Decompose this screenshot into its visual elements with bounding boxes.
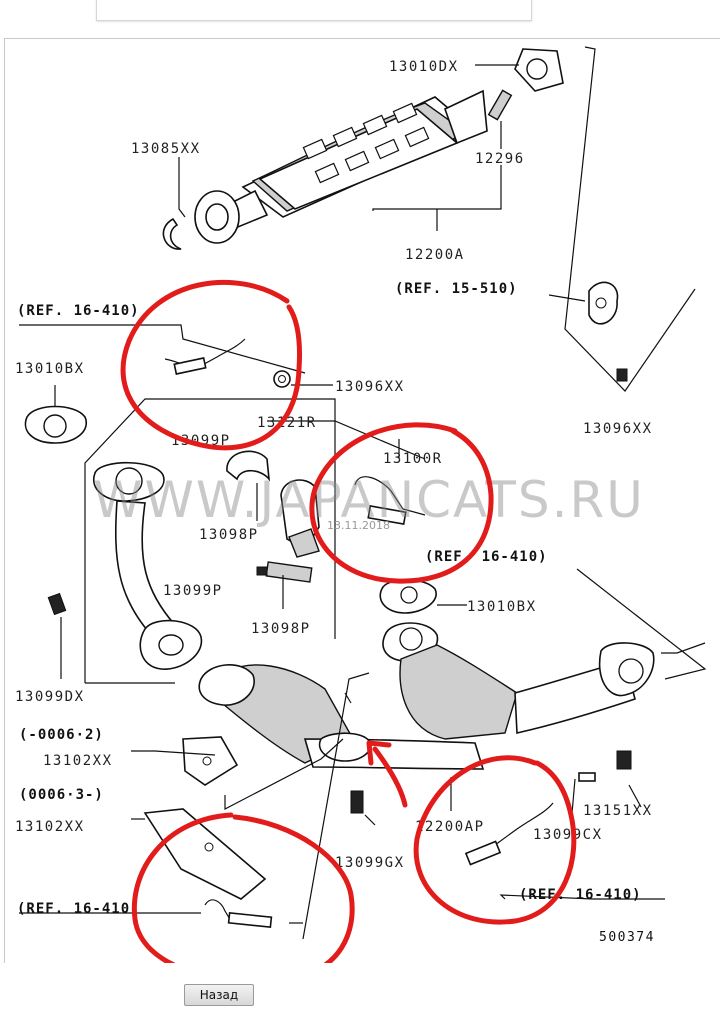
label-13102XX-b: 13102XX	[15, 819, 85, 835]
bolt-13099CX	[578, 772, 596, 782]
label-13099CX: 13099CX	[533, 827, 603, 843]
label-13010BX-left: 13010BX	[15, 361, 85, 377]
label-range-2: (0006·3-)	[19, 787, 104, 803]
top-bar	[0, 0, 720, 34]
diagram-canvas: WWW.JAPANCATS.RU 13.11.2018 13010DX 1308…	[15, 46, 707, 963]
label-13099GX: 13099GX	[335, 855, 405, 871]
lower-catalytic-pipe	[198, 622, 655, 770]
lower-left-oxygen-sensor	[204, 899, 303, 929]
red-circle-top-left	[120, 279, 302, 451]
label-diagram-id: 500374	[599, 930, 655, 945]
label-ref-16-410-bl: (REF. 16-410)	[17, 901, 140, 917]
left-gasket	[24, 385, 88, 444]
red-circle-bottom-left	[131, 812, 355, 963]
label-12200A: 12200A	[405, 247, 465, 263]
label-13096XX-right: 13096XX	[583, 421, 653, 437]
top-search-box[interactable]	[96, 0, 532, 21]
label-ref-15-510: (REF. 15-510)	[395, 281, 518, 297]
label-range-1: (-0006·2)	[19, 727, 104, 743]
label-13121R: 13121R	[257, 415, 317, 431]
mid-gasket	[379, 578, 467, 614]
label-13099P-bottom: 13099P	[163, 583, 223, 599]
bolt-13099DX	[47, 592, 67, 616]
label-13098P-bottom: 13098P	[251, 621, 311, 637]
label-12296: 12296	[475, 151, 525, 167]
exhaust-parts-diagram: WWW.JAPANCATS.RU 13.11.2018 13010DX 1308…	[4, 38, 720, 963]
label-13100R: 13100R	[383, 451, 443, 467]
lower-right-oxygen-sensor	[464, 802, 554, 866]
label-13085XX: 13085XX	[131, 141, 201, 157]
date-stamp: 13.11.2018	[327, 519, 390, 532]
upper-oxygen-sensor	[164, 338, 291, 388]
upper-flange-gasket	[514, 48, 564, 92]
bracket-a	[182, 736, 239, 786]
red-arrow	[366, 740, 408, 808]
back-button[interactable]: Назад	[184, 984, 254, 1006]
red-annotations	[120, 279, 577, 963]
label-13102XX-a: 13102XX	[43, 753, 113, 769]
bracket-b	[143, 808, 267, 900]
gasket-ring	[162, 217, 182, 250]
front-exhaust-pipe	[92, 461, 203, 670]
label-ref-16-410-mid: (REF. 16-410)	[425, 549, 548, 565]
label-13098P-left: 13098P	[199, 527, 259, 543]
label-13099DX: 13099DX	[15, 689, 85, 705]
stud-bolt	[487, 89, 513, 121]
clamp-13098P	[226, 450, 313, 609]
label-13096XX-mid: 13096XX	[335, 379, 405, 395]
upper-catalytic-converter	[194, 89, 488, 244]
watermark: WWW.JAPANCATS.RU	[93, 471, 645, 529]
red-circle-bottom-right	[413, 755, 577, 925]
label-12200AP: 12200AP	[415, 819, 485, 835]
label-ref-16-410-br: (REF. 16-410)	[519, 887, 642, 903]
heat-shield	[280, 479, 320, 558]
label-ref-16-410-top: (REF. 16-410)	[17, 303, 140, 319]
right-flange	[588, 281, 628, 382]
red-circle-middle	[309, 422, 494, 584]
label-13010BX-right: 13010BX	[467, 599, 537, 615]
label-13010DX: 13010DX	[389, 59, 459, 75]
bolt-13099GX	[350, 790, 364, 814]
nut-13151XX	[616, 750, 632, 770]
label-13151XX: 13151XX	[583, 803, 653, 819]
group-outline	[84, 398, 336, 683]
middle-oxygen-sensor	[354, 439, 426, 525]
